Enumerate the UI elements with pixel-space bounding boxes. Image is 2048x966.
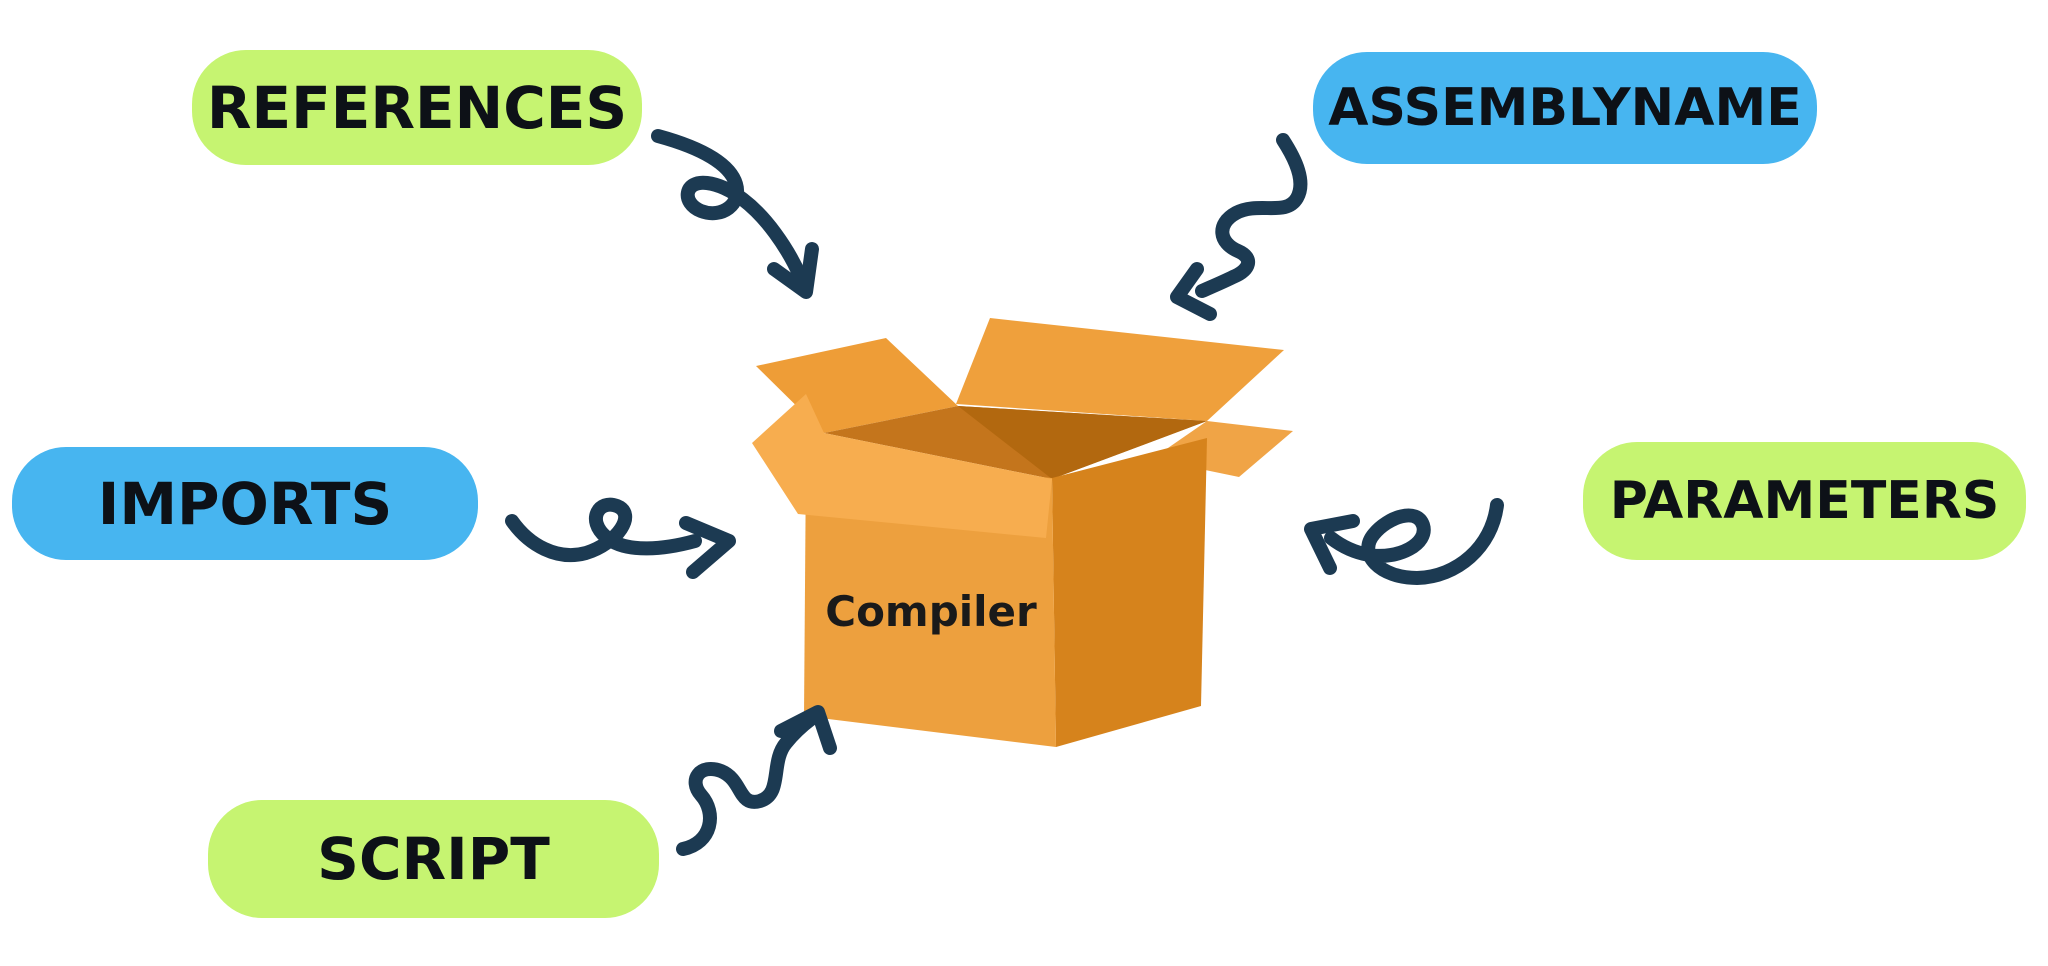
arrowhead-up-left-icon <box>1304 514 1360 575</box>
box-right-face <box>1052 438 1207 747</box>
arrow-imports-to-box <box>505 497 736 579</box>
label-imports: IMPORTS <box>12 447 478 560</box>
arrowhead-down-right-icon <box>767 242 819 299</box>
label-assemblyname: ASSEMBLYNAME <box>1313 52 1817 164</box>
box-front-left-flap <box>752 394 1052 538</box>
compiler-box: Compiler <box>752 318 1293 747</box>
arrowhead-down-left-icon <box>1170 262 1217 321</box>
arrow-script-to-box <box>676 705 837 856</box>
compiler-box-label: Compiler <box>825 587 1037 636</box>
arrowhead-up-right-icon <box>774 705 837 755</box>
label-script: SCRIPT <box>208 800 659 918</box>
arrow-parameters-to-box <box>1304 498 1504 585</box>
arrowhead-right-icon <box>679 516 736 579</box>
label-parameters: PARAMETERS <box>1583 442 2026 560</box>
arrow-references-to-box <box>651 129 819 299</box>
label-references: REFERENCES <box>192 50 642 165</box>
box-back-right-flap <box>956 318 1284 421</box>
arrow-assemblyname-to-box <box>1170 133 1308 321</box>
box-interior-shadow <box>958 406 1207 479</box>
